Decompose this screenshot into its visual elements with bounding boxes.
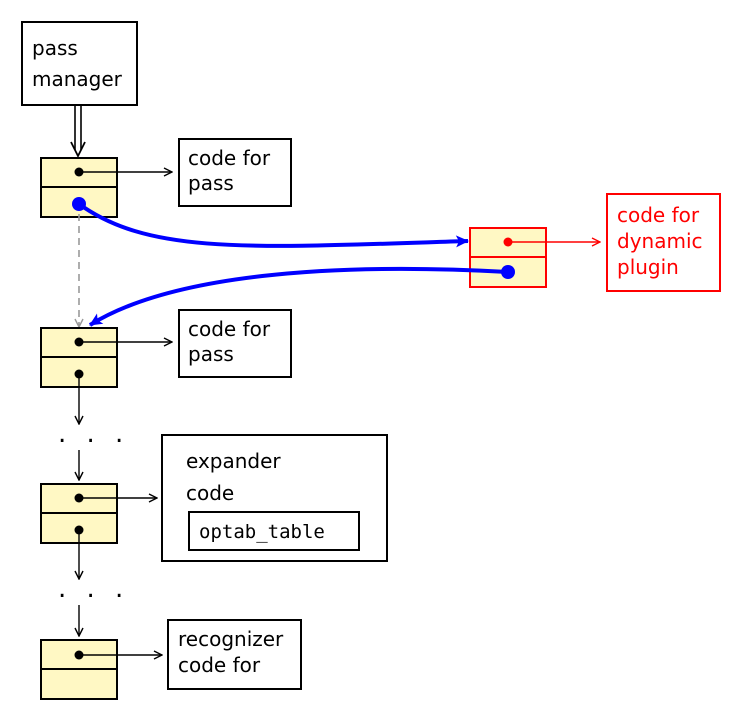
expander-line1: expander	[186, 449, 281, 473]
code-for-pass-box-1: code for pass	[178, 138, 292, 207]
plugin-box-line1: code for	[617, 203, 700, 227]
pass-manager-pointer-arrow	[70, 106, 86, 159]
recognizer-line2: code for	[178, 653, 261, 677]
recognizer-line1: recognizer	[178, 627, 284, 651]
ellipsis-2: . . .	[58, 574, 129, 604]
expander-code-box: expander code optab_table	[161, 434, 388, 562]
plugin-box-line2: dynamic	[617, 229, 703, 253]
code-box-1-line2: pass	[188, 171, 234, 195]
insert-link-to-plugin-arrow	[77, 202, 469, 248]
plugin-pass-node	[469, 227, 547, 288]
code-box-1-line1: code for	[188, 146, 271, 170]
code-box-2-line1: code for	[188, 317, 271, 341]
expander-line2: code	[186, 481, 234, 505]
pass-list-node-1	[40, 157, 118, 218]
optab-table-label: optab_table	[199, 521, 325, 543]
recognizer-code-box: recognizer code for	[167, 619, 302, 690]
pass-manager-label-line2: manager	[32, 67, 123, 91]
code-box-2-line2: pass	[188, 342, 234, 366]
pass-manager-box: pass manager	[21, 21, 138, 106]
pass-list-node-4	[40, 639, 118, 700]
ellipsis-1: . . .	[58, 419, 129, 449]
pass-manager-label-line1: pass	[32, 36, 78, 60]
plugin-box-line3: plugin	[617, 255, 679, 279]
plugin-link-to-next-pass-arrow	[88, 266, 509, 327]
code-for-pass-box-2: code for pass	[178, 309, 292, 378]
optab-table-box	[188, 511, 360, 551]
code-for-dynamic-plugin-box: code for dynamic plugin	[606, 193, 721, 292]
